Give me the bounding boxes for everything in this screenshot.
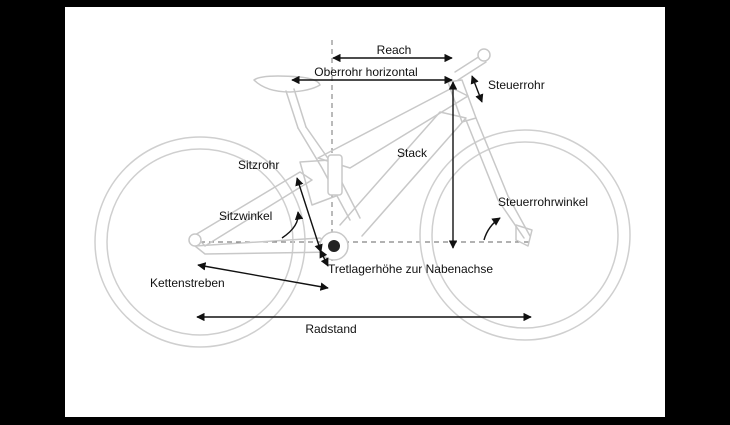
top-tube-label: Oberrohr horizontal bbox=[314, 65, 417, 79]
diagram-panel bbox=[65, 7, 665, 417]
head-angle-label: Steuerrohrwinkel bbox=[498, 195, 588, 209]
dimension-labels: Reach Oberrohr horizontal Steuerrohr Sta… bbox=[150, 43, 588, 336]
rear-shock bbox=[327, 154, 343, 196]
rear-dropout bbox=[188, 233, 202, 247]
head-tube-arrow bbox=[470, 75, 484, 103]
head-angle-arrow bbox=[483, 217, 501, 241]
stem bbox=[454, 55, 487, 81]
reach-label: Reach bbox=[377, 43, 412, 57]
front-wheel-rim bbox=[431, 141, 619, 329]
saddle bbox=[253, 75, 321, 93]
seat-angle-arrow bbox=[281, 211, 304, 239]
seat-angle-label: Sitzwinkel bbox=[219, 209, 272, 223]
wheelbase-label: Radstand bbox=[305, 322, 356, 336]
rear-wheel-rim bbox=[106, 148, 294, 336]
bottom-bracket-center bbox=[328, 240, 340, 252]
fork-dropout bbox=[515, 224, 533, 247]
seat-tube-arrow bbox=[295, 177, 323, 253]
head-tube bbox=[447, 79, 477, 123]
seat-tube-label: Sitzrohr bbox=[238, 158, 279, 172]
seatpost bbox=[285, 88, 307, 129]
handlebar-end bbox=[477, 48, 491, 62]
chain-stay bbox=[194, 237, 337, 255]
dimension-arrows bbox=[196, 53, 532, 322]
head-tube-label: Steuerrohr bbox=[488, 78, 545, 92]
chainstay-arrow bbox=[197, 262, 329, 291]
front-wheel-outer bbox=[419, 129, 631, 341]
chainstay-label: Kettenstreben bbox=[150, 276, 225, 290]
stack-label: Stack bbox=[397, 146, 428, 160]
bb-height-label: Tretlagerhöhe zur Nabenachse bbox=[328, 262, 493, 276]
